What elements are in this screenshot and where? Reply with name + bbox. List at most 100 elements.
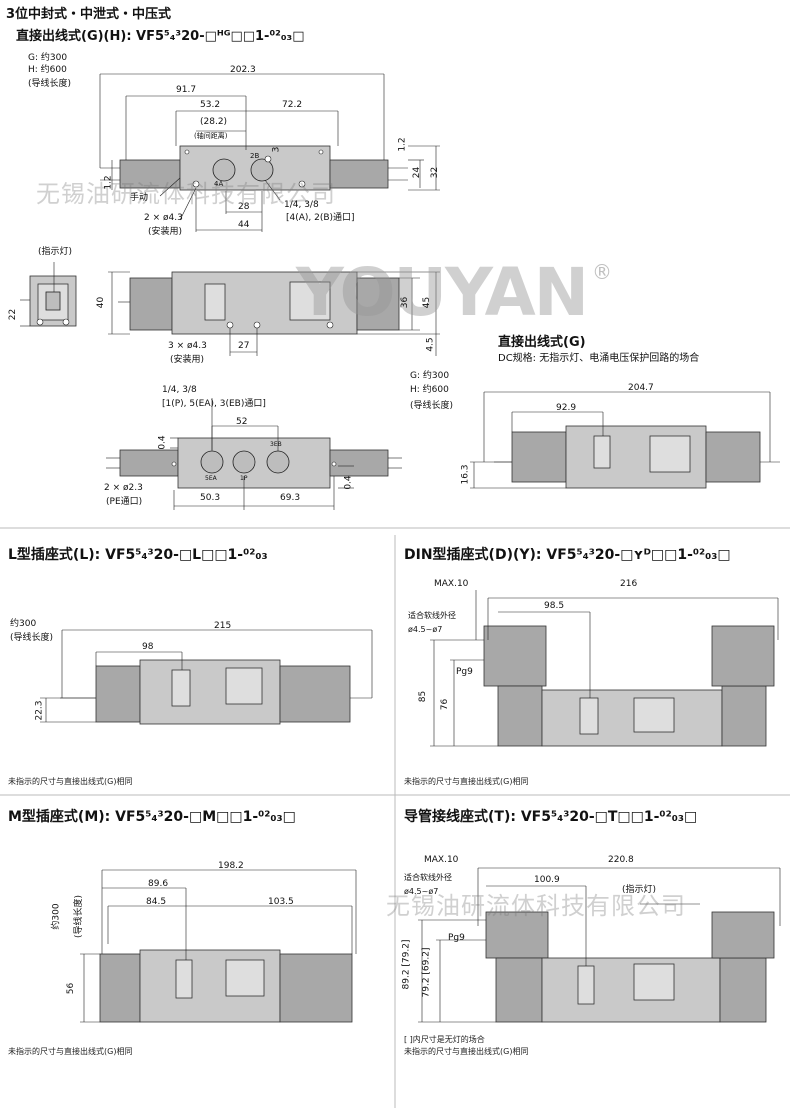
g-lead-h: H: 约600 bbox=[410, 385, 449, 395]
dim-0-4-bottom: 0.4 bbox=[343, 475, 354, 490]
t-indicator: (指示灯) bbox=[622, 885, 657, 895]
din-panel-note: 未指示的尺寸与直接出线式(G)相同 bbox=[404, 777, 529, 786]
m-lead: 约300 bbox=[51, 903, 62, 930]
dim-89-2: 89.2 [79.2] bbox=[401, 939, 412, 990]
dim-215: 215 bbox=[214, 621, 232, 631]
front-holes-note: (安装用) bbox=[170, 355, 205, 365]
port-4a-label: 4A bbox=[214, 180, 224, 188]
end-view bbox=[20, 262, 77, 327]
din-panel-title: DIN型插座式(D)(Y): VF5⁵₄³20-□ʏᴰ□□1-⁰²₀₃□ bbox=[404, 547, 731, 563]
dim-28: 28 bbox=[238, 202, 250, 212]
t-pg9: Pg9 bbox=[448, 933, 465, 943]
dim-89-6: 89.6 bbox=[148, 879, 169, 889]
t-panel-note: 未指示的尺寸与直接出线式(G)相同 bbox=[404, 1047, 529, 1056]
dim-100-9: 100.9 bbox=[534, 875, 560, 885]
dim-91-7: 91.7 bbox=[176, 85, 197, 95]
l-panel-title: L型插座式(L): VF5⁵₄³20-□L□□1-⁰²₀₃ bbox=[8, 547, 268, 563]
top-model-code: 直接出线式(G)(H): VF5⁵₄³20-□ᴴᴳ□□1-⁰²₀₃□ bbox=[16, 29, 305, 44]
dim-32: 32 bbox=[430, 166, 441, 179]
dim-84-5: 84.5 bbox=[146, 897, 167, 907]
dim-0-4-top: 0.4 bbox=[157, 435, 168, 450]
dim-216: 216 bbox=[620, 579, 638, 589]
t-cable-label: 适合软线外径 bbox=[404, 873, 452, 882]
dim-axis-note: (轴间距离) bbox=[194, 132, 228, 140]
dim-52: 52 bbox=[236, 417, 248, 427]
watermark-company-top: 无锡油研流体科技有限公司 bbox=[36, 180, 336, 208]
dim-204-7: 204.7 bbox=[628, 383, 654, 393]
dim-53-2: 53.2 bbox=[200, 100, 221, 110]
g-lead-note: (导线长度) bbox=[410, 401, 454, 411]
lead-note: (导线长度) bbox=[28, 79, 72, 89]
dim-69-3: 69.3 bbox=[280, 493, 301, 503]
g-desc: DC规格: 无指示灯、电涌电压保护回路的场合 bbox=[498, 353, 700, 364]
dim-76: 76 bbox=[440, 698, 451, 711]
dim-22: 22 bbox=[8, 308, 19, 321]
l-lead: 约300 bbox=[10, 619, 37, 629]
dim-98-5: 98.5 bbox=[544, 601, 565, 611]
pe-holes-label: 2 × ø2.3 bbox=[104, 483, 143, 493]
din-panel-valve bbox=[430, 590, 779, 747]
dim-44: 44 bbox=[238, 220, 250, 230]
front-holes-label: 3 × ø4.3 bbox=[168, 341, 207, 351]
din-cable-range: ø4.5~ø7 bbox=[408, 625, 443, 634]
t-cable-range: ø4.5~ø7 bbox=[404, 887, 439, 896]
dim-36: 36 bbox=[400, 296, 411, 309]
m-panel-title: M型插座式(M): VF5⁵₄³20-□M□□1-⁰²₀₃□ bbox=[8, 809, 296, 825]
din-max: MAX.10 bbox=[434, 579, 469, 589]
dim-3: 3 bbox=[271, 146, 282, 153]
bottom-port-note: [1(P), 5(EA), 3(EB)通口] bbox=[162, 399, 266, 409]
watermark-logo: YOUYAN bbox=[296, 254, 589, 331]
manual-label: 手动 bbox=[130, 193, 149, 203]
m-lead-note: (导线长度) bbox=[74, 894, 85, 939]
m-panel-valve bbox=[80, 869, 357, 1023]
dim-50-3: 50.3 bbox=[200, 493, 221, 503]
t-panel-title: 导管接线座式(T): VF5⁵₄³20-□T□□1-⁰²₀₃□ bbox=[404, 809, 698, 825]
dim-1-2-right: 1.2 bbox=[397, 137, 408, 152]
dim-4-5: 4.5 bbox=[425, 337, 436, 352]
indicator-label: (指示灯) bbox=[38, 247, 73, 257]
dim-202-3: 202.3 bbox=[230, 65, 256, 75]
t-max: MAX.10 bbox=[424, 855, 459, 865]
section-title: 3位中封式・中泄式・中压式 bbox=[6, 7, 172, 22]
lead-h: H: 约600 bbox=[28, 65, 67, 75]
port-5ea-label: 5EA bbox=[205, 475, 217, 482]
l-panel-valve bbox=[40, 629, 373, 725]
watermark-company-bottom: 无锡油研流体科技有限公司 bbox=[386, 892, 686, 920]
dim-22-3: 22.3 bbox=[34, 700, 45, 721]
m-panel-note: 未指示的尺寸与直接出线式(G)相同 bbox=[8, 1047, 133, 1056]
l-lead-note: (导线长度) bbox=[10, 633, 54, 643]
l-panel-note: 未指示的尺寸与直接出线式(G)相同 bbox=[8, 777, 133, 786]
port-size-a: 1/4, 3/8 bbox=[284, 200, 319, 210]
dim-103-5: 103.5 bbox=[268, 897, 294, 907]
dim-27: 27 bbox=[238, 341, 250, 351]
port-note-a: [4(A), 2(B)通口] bbox=[286, 213, 355, 223]
port-1p-label: 1P bbox=[240, 475, 248, 482]
mount-holes-label: 2 × ø4.3 bbox=[144, 213, 183, 223]
dim-198-2: 198.2 bbox=[218, 861, 244, 871]
g-view-valve bbox=[470, 391, 780, 489]
top-view-valve bbox=[100, 145, 408, 191]
port-3eb-label: 3EB bbox=[270, 441, 282, 448]
dim-45: 45 bbox=[422, 296, 433, 309]
dim-220-8: 220.8 bbox=[608, 855, 634, 865]
dim-16-3: 16.3 bbox=[460, 464, 471, 485]
g-title: 直接出线式(G) bbox=[498, 335, 586, 350]
t-panel-note-brackets: [ ]内尺寸是无灯的场合 bbox=[404, 1035, 485, 1044]
bottom-view-valve bbox=[106, 398, 402, 510]
dim-56: 56 bbox=[66, 982, 77, 995]
dim-40: 40 bbox=[96, 296, 107, 309]
dim-85: 85 bbox=[418, 690, 429, 703]
bottom-port-size: 1/4, 3/8 bbox=[162, 385, 197, 395]
g-lead-g: G: 约300 bbox=[410, 371, 450, 381]
dim-1-2-left: 1.2 bbox=[103, 175, 114, 190]
lead-g: G: 约300 bbox=[28, 53, 68, 63]
din-cable-label: 适合软线外径 bbox=[408, 611, 456, 620]
top-view-dims bbox=[99, 73, 440, 232]
din-pg9: Pg9 bbox=[456, 667, 473, 677]
dim-24: 24 bbox=[412, 166, 423, 179]
dim-79-2: 79.2 [69.2] bbox=[421, 947, 432, 998]
watermark-registered: ® bbox=[592, 260, 612, 284]
mount-holes-note: (安装用) bbox=[148, 227, 183, 237]
dim-98: 98 bbox=[142, 642, 154, 652]
